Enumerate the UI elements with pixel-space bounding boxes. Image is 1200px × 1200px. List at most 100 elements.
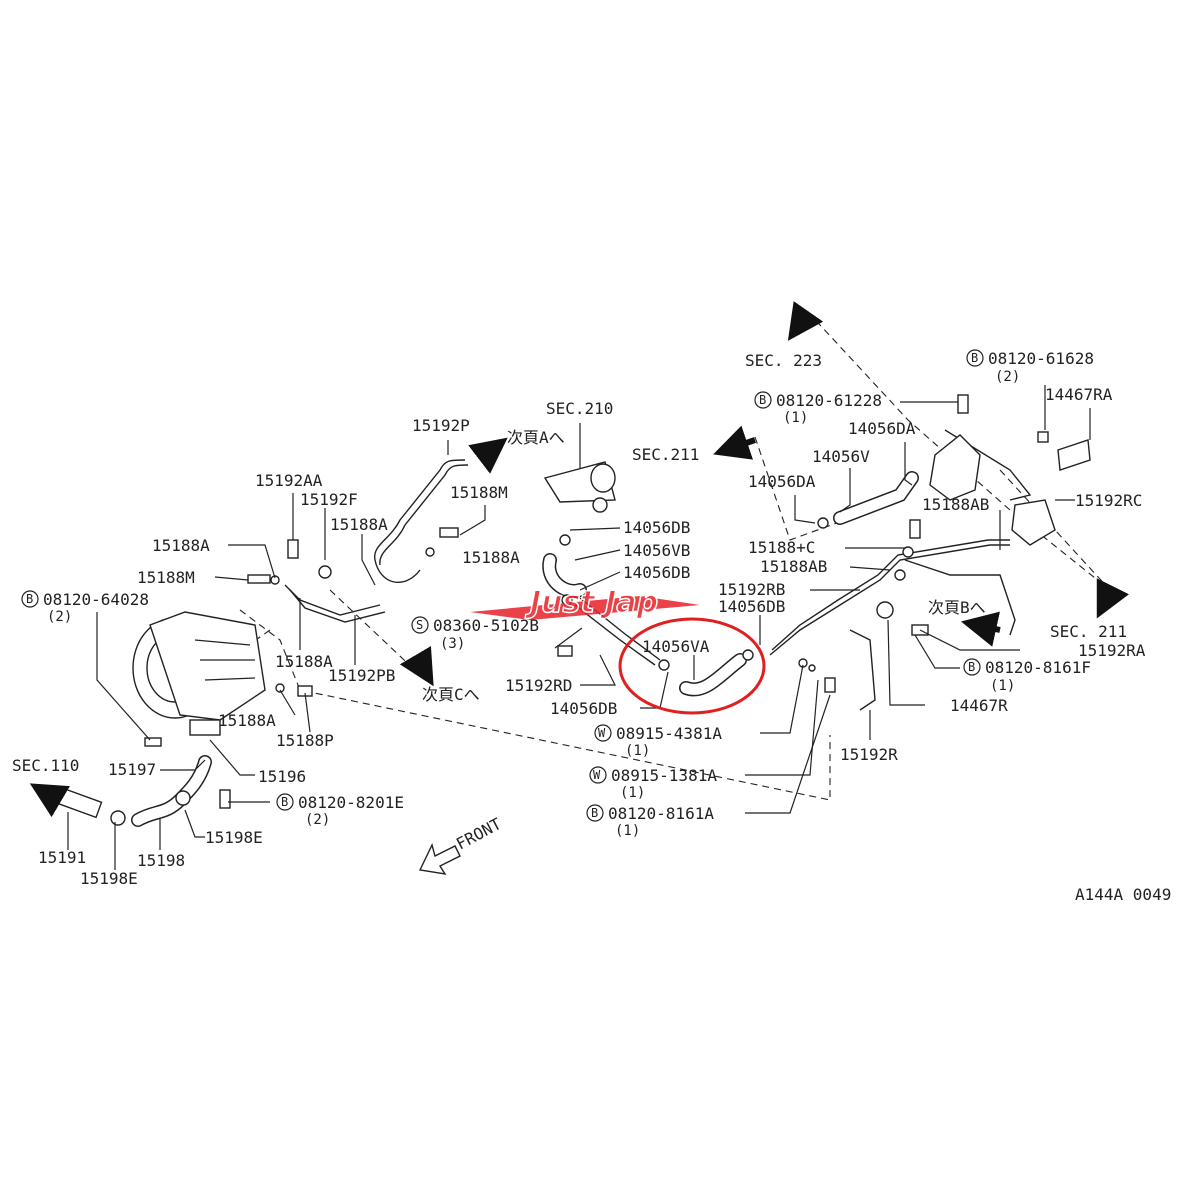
next-a-arrow (468, 437, 508, 474)
label-14056DB-2[interactable]: 14056DB (623, 563, 690, 582)
label-14056DA-left[interactable]: 14056DA (748, 472, 816, 491)
bolt-marker-icon (21, 590, 39, 608)
svg-text:(1): (1) (620, 785, 645, 801)
label-15188M-left[interactable]: 15188M (137, 568, 195, 587)
label-15188A-left[interactable]: 15188A (152, 536, 210, 555)
next-c-arrow (399, 646, 434, 687)
label-15192R[interactable]: 15192R (840, 745, 898, 764)
label-15197[interactable]: 15197 (108, 760, 156, 779)
washer-marker-icon (594, 724, 612, 742)
label-15192RD[interactable]: 15192RD (505, 676, 572, 695)
svg-text:(3): (3) (440, 636, 465, 652)
direction-arrows (29, 301, 1129, 875)
bolt-marker-icon (276, 793, 294, 811)
label-15192RA[interactable]: 15192RA (1078, 641, 1146, 660)
label-08120-8161F[interactable]: 08120-8161F (985, 658, 1091, 677)
label-14056DB-3[interactable]: 14056DB (550, 699, 617, 718)
svg-text:B: B (968, 660, 975, 674)
label-08120-61228[interactable]: 08120-61228 (776, 391, 882, 410)
label-14056DB-right[interactable]: 14056DB (718, 597, 785, 616)
watermark-text: Just Jap (525, 585, 658, 620)
watermark: Just Jap (470, 584, 700, 621)
label-15192RB[interactable]: 15192RB (718, 580, 785, 599)
svg-text:B: B (26, 592, 33, 606)
leader-lines (67, 385, 1091, 870)
next-page-a-label[interactable]: 次頁Aへ (507, 428, 565, 447)
svg-text:(2): (2) (305, 812, 330, 828)
label-15188A-right[interactable]: 15188A (462, 548, 520, 567)
sec210-label[interactable]: SEC.210 (546, 399, 613, 418)
label-15188A-mid[interactable]: 15188A (330, 515, 388, 534)
svg-text:B: B (759, 393, 766, 407)
sec110-arrow (29, 783, 70, 818)
label-08120-64028[interactable]: 08120-64028 (43, 590, 149, 609)
label-15191[interactable]: 15191 (38, 848, 86, 867)
next-b-arrow (960, 611, 1001, 647)
svg-text:(2): (2) (47, 609, 72, 625)
label-08120-8161A[interactable]: 08120-8161A (608, 804, 714, 823)
label-14056VB[interactable]: 14056VB (623, 541, 690, 560)
label-14056V[interactable]: 14056V (812, 447, 870, 466)
front-arrow-icon (418, 843, 461, 875)
svg-text:(1): (1) (990, 678, 1015, 694)
sec110-label[interactable]: SEC.110 (12, 756, 79, 775)
label-15192PB[interactable]: 15192PB (328, 666, 395, 685)
label-15196[interactable]: 15196 (258, 767, 306, 786)
label-14056DB-1[interactable]: 14056DB (623, 518, 690, 537)
next-page-c-label[interactable]: 次頁Cへ (422, 685, 480, 704)
label-15198E-left[interactable]: 15198E (80, 869, 138, 888)
next-page-b-label[interactable]: 次頁Bへ (928, 598, 986, 617)
svg-text:W: W (593, 768, 601, 782)
label-15192RC[interactable]: 15192RC (1075, 491, 1142, 510)
thermostat-housing (929, 434, 1091, 546)
svg-text:(2): (2) (995, 369, 1020, 385)
label-14467RA[interactable]: 14467RA (1045, 385, 1113, 404)
sec211-right-arrow (1096, 578, 1129, 619)
label-15188P[interactable]: 15188P (276, 731, 334, 750)
label-15198[interactable]: 15198 (137, 851, 185, 870)
label-15188AB[interactable]: 15188AB (760, 557, 827, 576)
label-08120-61628[interactable]: 08120-61628 (988, 349, 1094, 368)
label-08120-8201E[interactable]: 08120-8201E (298, 793, 404, 812)
svg-text:(1): (1) (625, 743, 650, 759)
svg-text:S: S (416, 618, 423, 632)
sec211-top-label[interactable]: SEC.211 (632, 445, 699, 464)
label-14467R[interactable]: 14467R (950, 696, 1008, 715)
sec211-top-arrow (713, 425, 756, 460)
sec211-right-label[interactable]: SEC. 211 (1050, 622, 1127, 641)
label-15192P[interactable]: 15192P (412, 416, 470, 435)
bolt-marker-icon (966, 349, 984, 367)
label-15188A-bottom[interactable]: 15188A (218, 711, 276, 730)
label-15198E-right[interactable]: 15198E (205, 828, 263, 847)
pipes (284, 429, 1032, 711)
label-08360-5102B[interactable]: 08360-5102B (433, 616, 539, 635)
washer-marker-icon (589, 766, 607, 784)
label-15188A-low[interactable]: 15188A (275, 652, 333, 671)
bolt-marker-icon (754, 391, 772, 409)
label-15192F[interactable]: 15192F (300, 490, 358, 509)
bolt-marker-icon (963, 658, 981, 676)
sec223-arrow (787, 301, 824, 341)
label-15188M-right[interactable]: 15188M (450, 483, 508, 502)
bolt-marker-icon (586, 804, 604, 822)
label-08915-4381A[interactable]: 08915-4381A (616, 724, 722, 743)
label-15188C[interactable]: 15188+C (748, 538, 815, 557)
label-15188AB-top[interactable]: 15188AB (922, 495, 989, 514)
svg-text:(1): (1) (783, 410, 808, 426)
screw-marker-icon (411, 616, 429, 634)
svg-text:B: B (281, 795, 288, 809)
label-14056VA[interactable]: 14056VA (642, 637, 710, 656)
svg-text:(1): (1) (615, 823, 640, 839)
label-15192AA[interactable]: 15192AA (255, 471, 323, 490)
svg-text:B: B (971, 351, 978, 365)
sec223-label[interactable]: SEC. 223 (745, 351, 822, 370)
label-14056DA-top[interactable]: 14056DA (848, 419, 916, 438)
label-08915-1381A[interactable]: 08915-1381A (611, 766, 717, 785)
svg-text:B: B (591, 806, 598, 820)
labels: SEC. 223 B 08120-61628 (2) 14467RA B 081… (12, 349, 1171, 904)
figure-code: A144A 0049 (1075, 885, 1171, 904)
svg-text:W: W (598, 726, 606, 740)
highlight-ring (618, 617, 766, 715)
water-outlet (543, 461, 616, 513)
